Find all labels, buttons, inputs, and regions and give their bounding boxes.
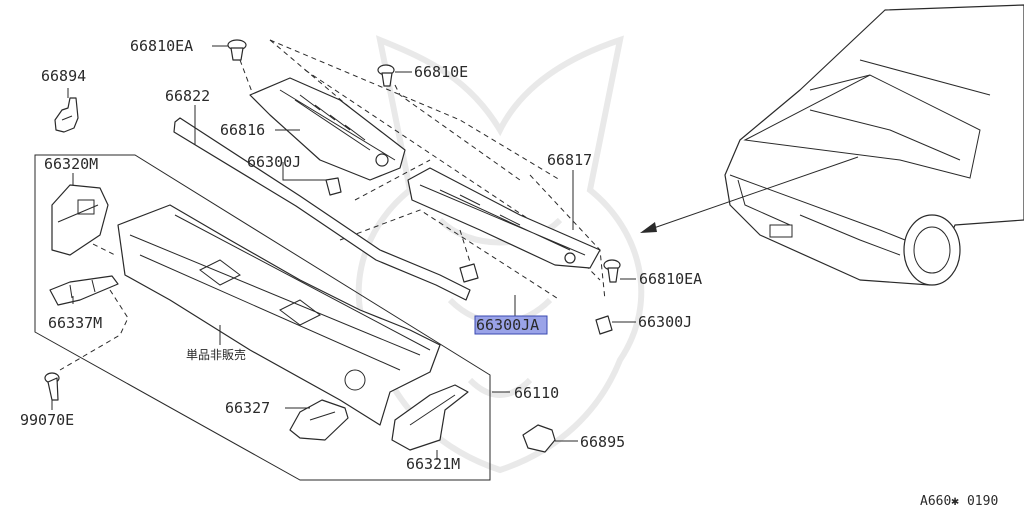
label-66327[interactable]: 66327 <box>225 399 270 417</box>
label-66810E[interactable]: 66810E <box>414 63 468 81</box>
part-66321M <box>391 384 469 451</box>
label-66300JA[interactable]: 66300JA <box>476 316 539 334</box>
diagram-code: A660✱ 0190 <box>920 494 998 509</box>
part-66337M <box>49 275 119 306</box>
label-66110[interactable]: 66110 <box>514 384 559 402</box>
label-tanhin-hihanbai: 単品非販売 <box>186 347 246 362</box>
label-66321M[interactable]: 66321M <box>406 455 460 473</box>
label-66816[interactable]: 66816 <box>220 121 265 139</box>
label-66320M[interactable]: 66320M <box>44 155 98 173</box>
vehicle-illustration <box>724 4 1024 286</box>
label-66817[interactable]: 66817 <box>547 151 592 169</box>
part-66300JA <box>459 263 479 283</box>
watermark <box>355 35 645 474</box>
label-66337M[interactable]: 66337M <box>48 314 102 332</box>
label-66810EA-top[interactable]: 66810EA <box>130 37 193 55</box>
part-66810E <box>377 64 395 87</box>
label-66822[interactable]: 66822 <box>165 87 210 105</box>
part-66822-seal <box>173 117 471 301</box>
part-66327 <box>289 399 349 441</box>
part-66320M <box>51 184 109 256</box>
label-66810EA-right[interactable]: 66810EA <box>639 270 702 288</box>
highlight-66300JA <box>474 315 548 335</box>
label-99070E[interactable]: 99070E <box>20 411 74 429</box>
assembly-outline <box>34 154 491 481</box>
label-66300J-right[interactable]: 66300J <box>638 313 692 331</box>
part-labels: 66810EA 66894 66822 66810E 66816 66300J … <box>20 37 998 509</box>
part-99070E <box>44 372 60 401</box>
label-66894[interactable]: 66894 <box>41 67 86 85</box>
part-66810EA-right <box>603 259 621 283</box>
part-66810EA-top <box>227 39 247 61</box>
location-arrow <box>640 156 859 233</box>
label-66300J-left[interactable]: 66300J <box>247 153 301 171</box>
part-66300J-right <box>595 315 613 335</box>
part-66894 <box>54 97 79 133</box>
part-66300J-left <box>325 177 342 196</box>
part-66110-cowl <box>117 204 441 426</box>
label-66895[interactable]: 66895 <box>580 433 625 451</box>
part-66817-grille <box>407 167 601 269</box>
part-66895 <box>522 424 556 453</box>
